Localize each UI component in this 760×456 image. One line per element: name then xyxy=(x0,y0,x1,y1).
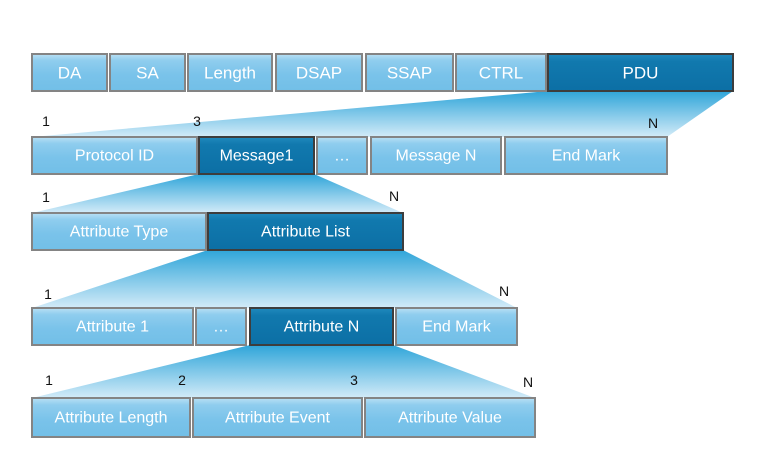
expansion-funnel-attribute-list xyxy=(32,250,517,308)
cell-ellipsis-attributes-label: … xyxy=(213,319,229,336)
cell-protocol-id-label: Protocol ID xyxy=(75,148,154,165)
cell-da-label: DA xyxy=(58,64,82,83)
expansion-funnel-message1 xyxy=(32,174,403,213)
cell-length xyxy=(187,53,273,92)
cell-da xyxy=(31,53,108,92)
index-marker: 1 xyxy=(44,286,52,302)
cell-attribute-value-label: Attribute Value xyxy=(398,410,502,427)
cell-ellipsis-messages xyxy=(316,136,368,175)
row-pdu-contents: 1 3 N Protocol ID Message1 … Message N E… xyxy=(31,113,668,175)
cell-message1 xyxy=(198,136,315,175)
cell-pdu-label: PDU xyxy=(623,64,659,83)
index-marker: N xyxy=(389,188,399,204)
row-frame: DA SA Length DSAP SSAP CTRL PDU xyxy=(31,53,734,92)
cell-attribute-event-label: Attribute Event xyxy=(225,410,331,427)
row-attribute-contents: 1 2 3 N Attribute Length Attribute Event… xyxy=(31,372,536,438)
cell-length-label: Length xyxy=(204,64,256,83)
index-marker: 1 xyxy=(45,372,53,388)
cell-attribute-event xyxy=(192,397,363,438)
cell-attribute-type-label: Attribute Type xyxy=(70,224,169,241)
cell-ctrl xyxy=(455,53,547,92)
cell-end-mark-attributes xyxy=(395,307,518,346)
cell-attribute-1 xyxy=(31,307,194,346)
cell-end-mark-pdu xyxy=(504,136,668,175)
row-message-contents: 1 N Attribute Type Attribute List xyxy=(31,188,404,251)
cell-attribute-n-label: Attribute N xyxy=(284,319,360,336)
cell-ctrl-label: CTRL xyxy=(479,64,523,83)
cell-protocol-id xyxy=(31,136,198,175)
cell-attribute-length-label: Attribute Length xyxy=(55,410,168,427)
cell-message-n xyxy=(370,136,502,175)
cell-attribute-type xyxy=(31,212,207,251)
cell-sa-label: SA xyxy=(136,64,159,83)
cell-dsap-label: DSAP xyxy=(296,64,342,83)
cell-attribute-list xyxy=(207,212,404,251)
index-marker: 3 xyxy=(193,113,201,129)
index-marker: N xyxy=(648,115,658,131)
cell-dsap xyxy=(275,53,363,92)
cell-attribute-n xyxy=(249,307,394,346)
cell-pdu xyxy=(547,53,734,92)
cell-attribute-1-label: Attribute 1 xyxy=(76,319,149,336)
index-marker: 1 xyxy=(42,189,50,205)
cell-attribute-value xyxy=(364,397,536,438)
cell-ellipsis-messages-label: … xyxy=(334,148,350,165)
cell-sa xyxy=(109,53,186,92)
cell-message1-label: Message1 xyxy=(220,148,294,165)
cell-ssap xyxy=(365,53,454,92)
index-marker: 2 xyxy=(178,372,186,388)
cell-attribute-list-label: Attribute List xyxy=(261,224,350,241)
cell-end-mark-pdu-label: End Mark xyxy=(552,148,621,165)
index-marker: 3 xyxy=(350,372,358,388)
index-marker: 1 xyxy=(42,113,50,129)
row-attribute-list-contents: 1 N Attribute 1 … Attribute N End Mark xyxy=(31,283,518,346)
cell-ellipsis-attributes xyxy=(195,307,247,346)
expansion-funnel-attribute-n xyxy=(32,345,535,398)
cell-message-n-label: Message N xyxy=(396,148,477,165)
index-marker: N xyxy=(523,374,533,390)
cell-ssap-label: SSAP xyxy=(387,64,432,83)
cell-end-mark-attributes-label: End Mark xyxy=(422,319,491,336)
expansion-funnel-pdu xyxy=(32,91,733,137)
index-marker: N xyxy=(499,283,509,299)
cell-attribute-length xyxy=(31,397,191,438)
